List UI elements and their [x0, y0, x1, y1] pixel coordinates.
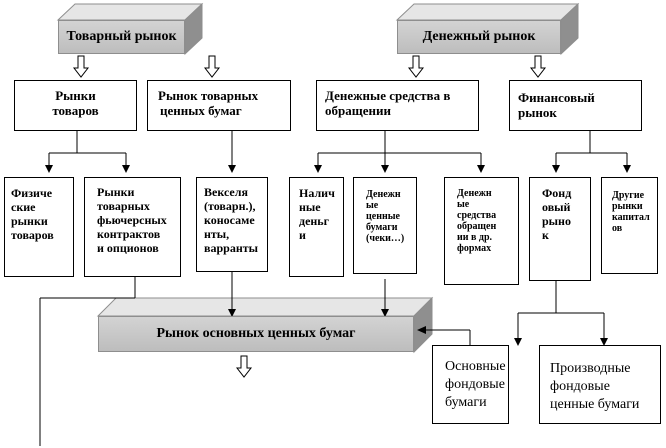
basic-securities-box: Основные фондовые бумаги	[432, 345, 509, 424]
money-other-forms-box: Денежн ые средства обращен ии в др. форм…	[444, 177, 519, 285]
money-in-circulation-box: Денежные средства в обращении	[316, 80, 479, 131]
bills-box: Векселя (товарн.), коносаме нты, варрант…	[196, 177, 268, 272]
goods-market-bevel-side	[184, 2, 203, 56]
money-market-block: Денежный рынок	[397, 20, 561, 54]
arrowhead-icon	[600, 338, 608, 346]
money-market-label: Денежный рынок	[422, 29, 536, 44]
futures-box: Рынки товарных фьючерсных контрактов и о…	[84, 177, 181, 277]
arrowhead-icon	[314, 165, 322, 173]
core-market-bevel-side	[413, 296, 433, 354]
other-capital-markets-box: Другие рынки капитал ов	[601, 177, 658, 274]
goods-market-block: Товарный рынок	[58, 20, 185, 54]
arrowhead-icon	[381, 309, 389, 317]
arrowhead-icon	[623, 165, 631, 173]
cash-box: Налич ные деньг и	[289, 177, 344, 277]
arrowhead-icon	[381, 165, 389, 173]
core-securities-market-block: Рынок основных ценных бумаг	[98, 316, 414, 352]
financial-market-box: Финансовый рынок	[509, 80, 642, 131]
arrowhead-icon	[45, 165, 53, 173]
arrowhead-icon	[552, 165, 560, 173]
money-market-bevel-side	[560, 2, 579, 56]
arrowhead-icon	[122, 165, 130, 173]
commodity-securities-box: Рынок товарных ценных бумаг	[147, 80, 291, 131]
arrowhead-icon	[228, 309, 236, 317]
arrow-down-icon	[407, 55, 425, 78]
arrowhead-icon	[477, 165, 485, 173]
arrow-down-icon	[72, 55, 90, 78]
arrow-down-icon	[203, 55, 221, 78]
derivative-securities-box: Производные фондовые ценные бумаги	[539, 345, 661, 424]
physical-goods-box: Физиче ские рынки товаров	[4, 177, 74, 277]
arrowhead-icon	[417, 326, 426, 334]
core-market-bevel-top	[96, 297, 434, 317]
arrowhead-icon	[514, 338, 522, 346]
core-securities-market-label: Рынок основных ценных бумаг	[156, 326, 356, 341]
money-market-bevel-top	[395, 3, 580, 21]
money-securities-box: Денежн ые ценные бумаги (чеки…)	[353, 177, 417, 274]
arrowhead-icon	[228, 165, 236, 173]
arrow-down-icon	[529, 55, 547, 78]
stock-market-box: Фонд овый рынo к	[529, 177, 591, 281]
goods-markets-box: Рынки товаров	[14, 80, 137, 131]
arrow-down-icon	[235, 355, 253, 378]
goods-market-bevel-top	[56, 3, 204, 21]
goods-market-label: Товарный рынок	[66, 29, 177, 44]
